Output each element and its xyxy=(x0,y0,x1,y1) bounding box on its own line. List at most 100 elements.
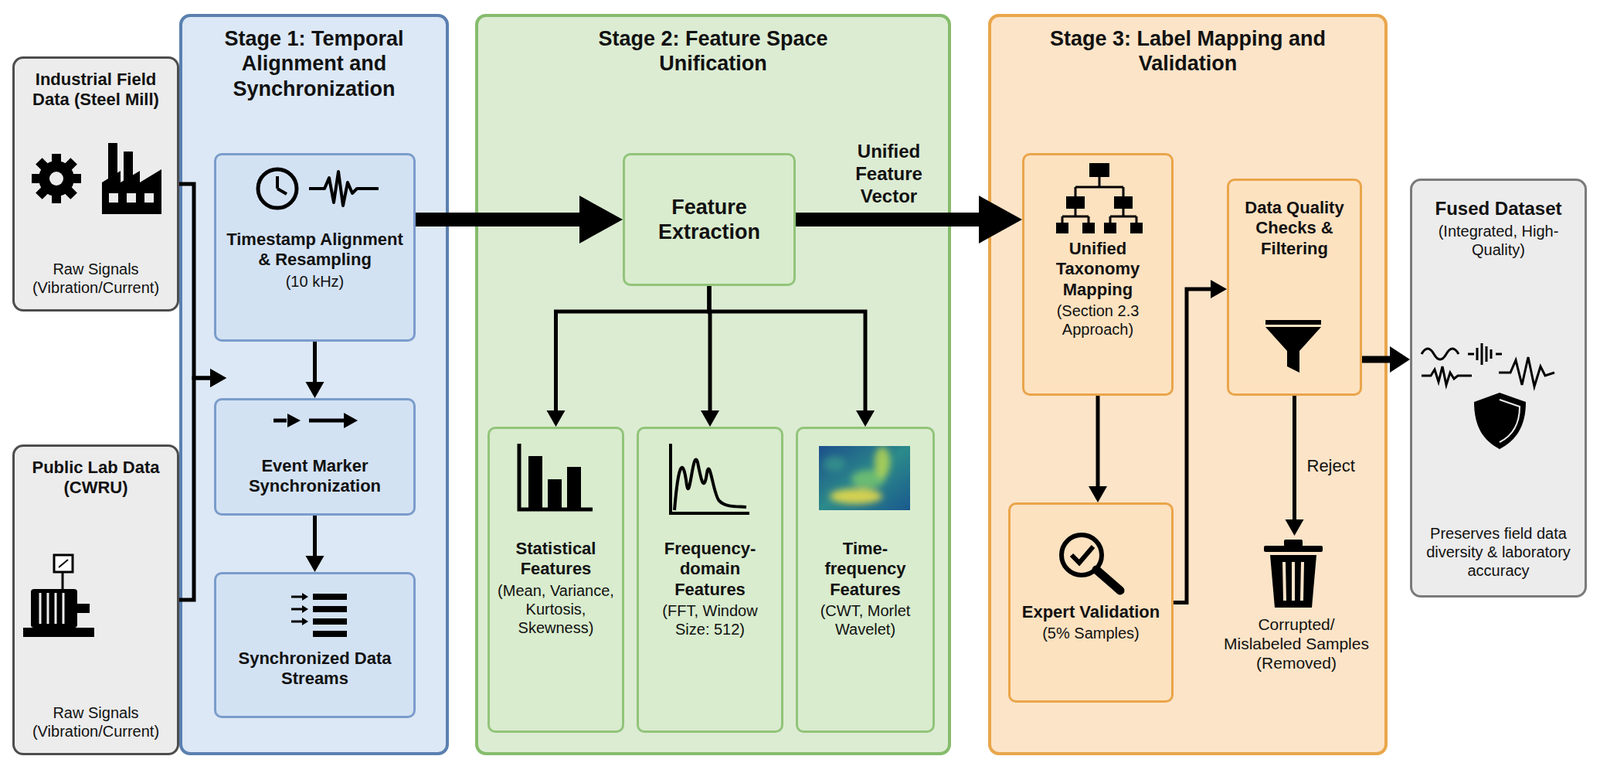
clock-icon-part xyxy=(277,188,287,194)
arrow-head xyxy=(1285,519,1305,536)
node-title: Unified Taxonomy Mapping xyxy=(1029,238,1167,300)
hierarchy-tree-icon-part xyxy=(1089,163,1110,177)
stream-list-icon-part xyxy=(291,608,303,611)
flow-arrow xyxy=(179,368,227,600)
stage-heading: Stage 1: Temporal Alignment and Synchron… xyxy=(186,26,442,102)
hierarchy-tree-icon-part xyxy=(1104,222,1117,234)
gear-icon-part xyxy=(49,171,64,186)
motor-test-rig-icon-part xyxy=(58,559,68,568)
spectrogram-icon-part xyxy=(823,455,846,472)
source-box: Industrial Field Data (Steel Mill)Raw Si… xyxy=(12,56,180,312)
factory-icon-part xyxy=(144,193,154,203)
arrow-head xyxy=(305,381,325,398)
flow-arrow xyxy=(1362,346,1410,373)
arrow-line xyxy=(1173,288,1212,603)
node-title: Event Marker Synchronization xyxy=(220,455,409,497)
process-box: Expert Validation(5% Samples) xyxy=(1008,502,1174,703)
node-detail: (FFT, Window Size: 512) xyxy=(643,601,777,639)
arrow-head xyxy=(579,195,623,244)
node-title: Feature Extraction xyxy=(629,194,789,245)
process-box: Unified Taxonomy Mapping(Section 2.3 App… xyxy=(1022,152,1174,396)
arrow-line xyxy=(709,285,866,412)
arrow-head xyxy=(978,195,1023,244)
motor-test-rig-icon-part xyxy=(77,603,90,613)
factory-icon-part xyxy=(123,151,133,183)
gear-icon xyxy=(31,153,82,204)
hierarchy-tree-icon-part xyxy=(1130,222,1143,234)
flow-arrow xyxy=(546,285,710,427)
arrow-line xyxy=(312,515,317,557)
arrow-line xyxy=(179,377,211,600)
node-detail: (Section 2.3 Approach) xyxy=(1029,301,1167,339)
node-detail: (5% Samples) xyxy=(1042,623,1140,643)
hierarchy-tree-icon-part xyxy=(1114,196,1133,209)
clock-icon-part xyxy=(275,176,279,189)
arrow-head xyxy=(305,555,325,572)
flow-arrow xyxy=(179,183,227,388)
node-detail: Raw Signals (Vibration/Current) xyxy=(19,259,173,297)
trash-bin-icon-part xyxy=(1263,545,1323,552)
stage-band: Stage 1: Temporal Alignment and Synchron… xyxy=(179,13,449,755)
feature-box: Frequency-domain Features(FFT, Window Si… xyxy=(636,426,784,733)
flow-arrow xyxy=(1173,279,1227,603)
trash-bin-icon-part xyxy=(1270,554,1317,608)
stream-list-icon-part xyxy=(302,604,309,613)
discard-target: Corrupted/ Mislabeled Samples (Removed) xyxy=(1216,535,1376,737)
arrow-line xyxy=(312,341,317,383)
spectrum-icon-part xyxy=(674,458,747,510)
spectrogram-icon-part xyxy=(829,488,883,504)
trash-bin-icon-part xyxy=(1301,561,1303,601)
stream-list-icon-part xyxy=(312,605,347,612)
bar-chart-icon-part xyxy=(567,466,581,508)
hierarchy-tree-icon-part xyxy=(1066,196,1085,209)
process-box: Data Quality Checks & Filtering xyxy=(1226,178,1363,396)
magnifier-check-icon xyxy=(1061,534,1121,591)
motor-test-rig-icon-part xyxy=(30,588,78,628)
event-marker-icon-part xyxy=(309,418,345,423)
feature-box: Time-frequency Features(CWT, Morlet Wave… xyxy=(795,426,935,733)
motor-test-rig-icon xyxy=(23,554,95,637)
clock-icon-part xyxy=(258,169,297,208)
arrow-line xyxy=(415,212,581,227)
flow-arrow xyxy=(709,285,875,427)
stream-list-icon-part xyxy=(312,630,347,637)
node-title: Timestamp Alignment & Resampling xyxy=(220,229,409,271)
stage-band: Stage 3: Label Mapping and ValidationUni… xyxy=(988,13,1388,755)
motor-test-rig-icon-part xyxy=(54,592,58,624)
bar-chart-icon xyxy=(519,443,593,510)
node-title: Public Lab Data (CWRU) xyxy=(19,457,173,499)
gear-icon-part xyxy=(35,157,78,200)
arrow-line xyxy=(179,183,211,378)
arrow-head xyxy=(1088,485,1108,503)
trash-bin-icon-part xyxy=(1291,561,1295,601)
spectrogram-icon-part xyxy=(851,469,886,489)
stream-list-icon-part xyxy=(291,620,303,623)
bar-chart-icon-part xyxy=(519,443,593,510)
arrow-head xyxy=(856,410,875,427)
factory-icon-part xyxy=(126,193,136,203)
node-title: Synchronized Data Streams xyxy=(220,648,409,690)
motor-test-rig-icon-part xyxy=(54,554,73,572)
arrow-head xyxy=(546,410,566,427)
node-detail: Raw Signals (Vibration/Current) xyxy=(19,703,173,741)
gear-icon-part xyxy=(38,160,75,197)
node-title: Time-frequency Features xyxy=(802,538,928,600)
arrow-head xyxy=(210,368,227,388)
factory-icon-part xyxy=(108,142,118,182)
magnifier-check-icon-part xyxy=(1061,534,1102,575)
node-title: Fused Dataset xyxy=(1434,197,1562,221)
arrow-head xyxy=(1210,279,1227,299)
arrow-line xyxy=(795,212,980,227)
stream-list-icon-part xyxy=(302,592,309,601)
hierarchy-tree-icon xyxy=(1056,163,1143,234)
event-marker-icon-part xyxy=(287,413,301,428)
spectrogram-icon-part xyxy=(823,446,891,504)
waveform-icons-part xyxy=(1498,356,1555,387)
magnifier-check-icon-part xyxy=(1071,546,1094,563)
node-title: Frequency-domain Features xyxy=(643,538,777,600)
source-box: Public Lab Data (CWRU) Raw Signals (Vibra… xyxy=(12,444,180,755)
process-box: Timestamp Alignment & Resampling(10 kHz) xyxy=(214,152,416,342)
trash-bin-icon xyxy=(1263,539,1323,608)
output-box: Fused Dataset(Integrated, High-Quality)P… xyxy=(1409,178,1587,598)
flow-arrow xyxy=(1285,395,1305,536)
